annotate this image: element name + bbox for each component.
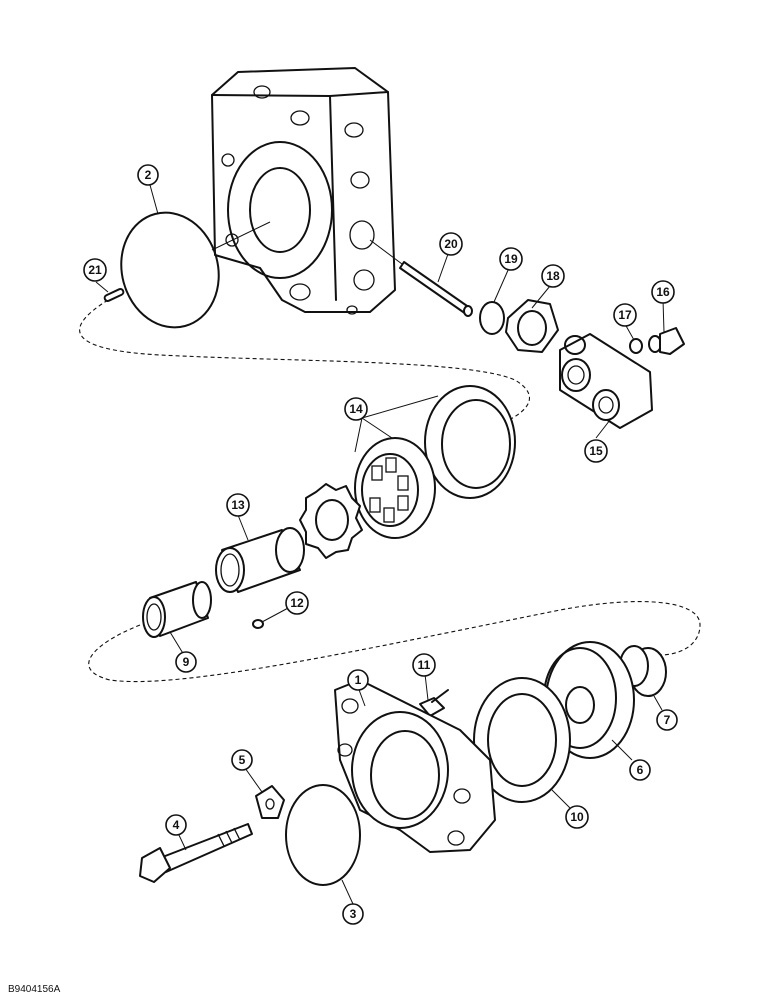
gasket-plate (473, 677, 571, 803)
svg-text:18: 18 (546, 269, 560, 283)
splined-coupling (142, 581, 212, 638)
svg-text:3: 3 (350, 907, 357, 921)
callout-6: 6 (629, 759, 651, 781)
hex-bolt (139, 823, 253, 883)
svg-text:5: 5 (239, 753, 246, 767)
svg-text:1: 1 (355, 673, 362, 687)
svg-text:6: 6 (637, 763, 644, 777)
svg-text:19: 19 (504, 252, 518, 266)
svg-text:11: 11 (418, 658, 431, 672)
callout-5: 5 (231, 749, 253, 771)
svg-text:7: 7 (664, 713, 671, 727)
callout-13: 13 (226, 493, 250, 517)
svg-text:12: 12 (290, 596, 304, 610)
o-ring-large (120, 211, 220, 329)
callout-15: 15 (584, 439, 608, 463)
callout-21: 21 (83, 258, 107, 282)
valve-body-housing (211, 67, 396, 315)
key-pin (252, 619, 264, 629)
callout-9: 9 (175, 651, 197, 673)
svg-text:21: 21 (88, 263, 102, 277)
callout-10: 10 (565, 805, 589, 829)
svg-text:16: 16 (656, 285, 670, 299)
svg-text:2: 2 (145, 168, 152, 182)
svg-text:15: 15 (589, 444, 603, 458)
housing-cover (334, 679, 496, 853)
dowel-pin (103, 288, 125, 302)
assembly-path-upper (79, 299, 530, 423)
o-ring-small (479, 301, 505, 335)
callout-14: 14 (344, 397, 368, 421)
callout-12: 12 (285, 591, 309, 615)
tube-pin (399, 261, 473, 317)
callout-7: 7 (656, 709, 678, 731)
svg-text:13: 13 (231, 498, 245, 512)
svg-text:9: 9 (183, 655, 190, 669)
bearing-outer-ring (424, 385, 516, 499)
svg-text:17: 17 (618, 308, 632, 322)
svg-text:20: 20 (444, 237, 458, 251)
callout-18: 18 (541, 264, 565, 288)
svg-text:4: 4 (173, 818, 180, 832)
callout-1: 1 (347, 669, 369, 691)
sleeve-bushing (215, 527, 305, 593)
callout-11: 11 (412, 653, 436, 677)
lock-plate (255, 785, 285, 819)
small-screw (419, 689, 449, 717)
callout-3: 3 (342, 903, 364, 925)
roller-bearing (354, 437, 436, 539)
callout-19: 19 (499, 247, 523, 271)
callout-20: 20 (439, 232, 463, 256)
callout-16: 16 (651, 280, 675, 304)
figure-id: B9404156A (8, 984, 61, 995)
callout-17: 17 (613, 303, 637, 327)
gear-rotor (299, 483, 363, 559)
assembly-path-lower (88, 601, 701, 683)
callout-2: 2 (137, 164, 159, 186)
callout-4: 4 (165, 814, 187, 836)
svg-text:14: 14 (349, 402, 363, 416)
elbow-fitting (559, 333, 653, 429)
hex-nut (505, 299, 559, 353)
svg-text:10: 10 (570, 810, 584, 824)
o-ring-cover (285, 784, 361, 886)
plug (648, 327, 685, 355)
o-ring-fitting (629, 338, 643, 354)
